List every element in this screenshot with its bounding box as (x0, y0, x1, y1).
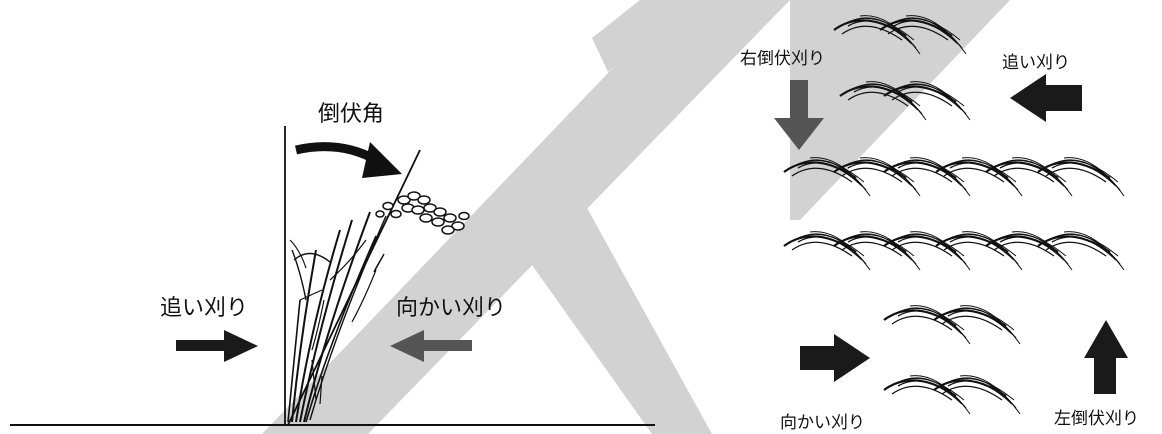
follow-cut-arrow-left (176, 330, 258, 362)
right-panel (774, 14, 1128, 416)
follow-cut-label-right: 追い刈り (1002, 53, 1070, 73)
facing-cut-arrow-right (800, 334, 870, 382)
watermark-band (262, 0, 1010, 434)
facing-cut-label-left: 向かい刈り (396, 296, 507, 321)
lodging-angle-arrow (295, 142, 379, 164)
left-lodging-cut-label: 左倒伏刈り (1054, 409, 1139, 429)
follow-cut-label-left: 追い刈り (160, 296, 249, 321)
follow-cut-arrow-right (1010, 74, 1082, 122)
rice-grain-cluster (375, 191, 470, 235)
right-lodging-cut-arrow (774, 80, 824, 150)
left-panel (10, 126, 655, 426)
left-lodging-cut-arrow (1084, 320, 1128, 394)
facing-cut-label-right: 向かい刈り (780, 413, 865, 433)
facing-cut-arrow-left (390, 330, 472, 362)
lodging-angle-label: 倒伏角 (318, 102, 385, 127)
lodging-angle-arrow-head (362, 142, 402, 178)
rice-plant (287, 211, 387, 423)
right-lodging-cut-label: 右倒伏刈り (740, 49, 825, 69)
